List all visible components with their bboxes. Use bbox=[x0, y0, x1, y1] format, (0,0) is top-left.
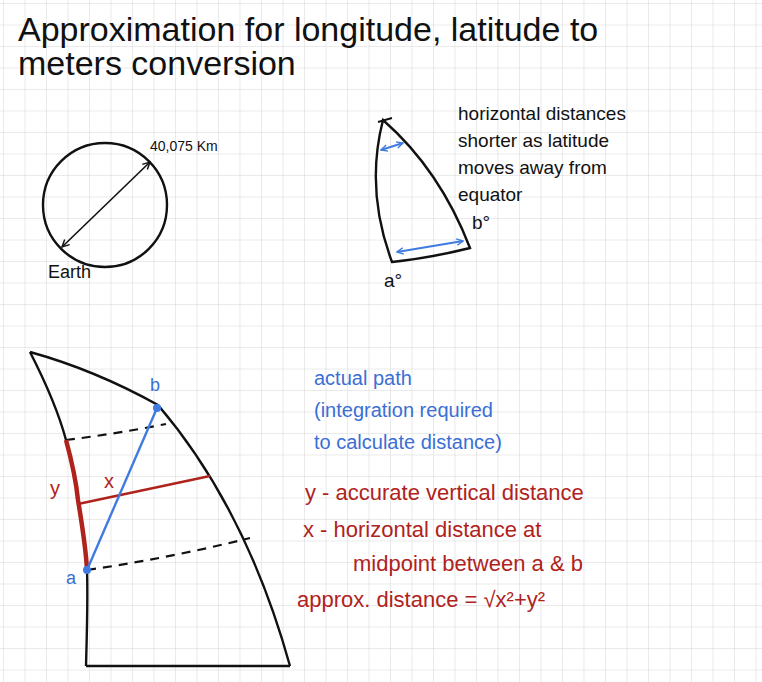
wedge-left-edge bbox=[30, 352, 87, 666]
x-midpoint-line bbox=[78, 476, 210, 504]
width-arrow-bottom bbox=[397, 241, 463, 252]
x-definition: x - horizontal distance at midpoint betw… bbox=[303, 513, 613, 581]
actual-path bbox=[87, 408, 157, 570]
wedge-bottom-edge bbox=[86, 665, 290, 667]
y-label: y bbox=[50, 477, 60, 499]
longitude-label: a° bbox=[384, 270, 402, 292]
formula: approx. distance = √x²+y² bbox=[297, 585, 545, 615]
wedge-right-edge bbox=[158, 405, 290, 666]
y-vertical-line bbox=[66, 440, 87, 570]
earth-circle bbox=[43, 143, 167, 267]
point-label: a bbox=[66, 568, 76, 588]
wedge-top-edge bbox=[30, 352, 158, 405]
width-arrow-top bbox=[381, 143, 403, 150]
earth-label: Earth bbox=[48, 262, 91, 282]
latitude-line-a bbox=[87, 538, 250, 570]
x-label: x bbox=[104, 470, 114, 492]
diameter-label: 40,075 Km bbox=[150, 138, 218, 154]
note: horizontal distances shorter as latitude… bbox=[458, 100, 658, 208]
path-note: actual path (integration required to cal… bbox=[314, 362, 515, 458]
y-definition: y - accurate vertical distance bbox=[305, 478, 584, 508]
latitude-line-b bbox=[66, 424, 166, 440]
title: Approximation for longitude, latitude to… bbox=[18, 12, 648, 80]
point-b bbox=[153, 404, 161, 412]
point-a bbox=[83, 566, 91, 574]
point-label: b bbox=[150, 375, 160, 395]
wedge-small bbox=[376, 120, 470, 262]
wedge-top bbox=[378, 118, 392, 122]
longitude-label: b° bbox=[472, 212, 490, 234]
diameter-arrow bbox=[62, 162, 150, 247]
